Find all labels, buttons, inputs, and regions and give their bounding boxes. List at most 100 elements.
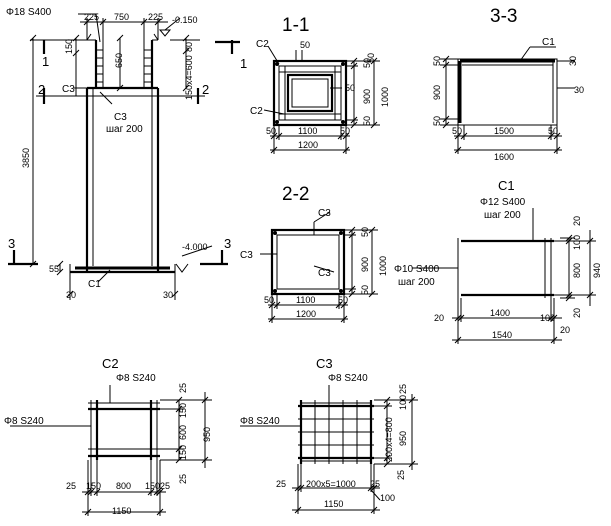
c3-dim-25-r-top: 25 — [398, 384, 408, 394]
c2-rebar-left: Φ8 S240 — [4, 416, 44, 427]
s11-dim-1000: 1000 — [380, 87, 390, 107]
s22-dim-1000: 1000 — [378, 256, 388, 276]
mesh-c1-title: C1 — [498, 178, 515, 193]
s11-dim-50-b-right: 50 — [340, 126, 350, 136]
section-1-1 — [263, 45, 380, 154]
level-top: -0.150 — [172, 15, 198, 25]
label-c1: C1 — [88, 279, 101, 290]
c1-dim-100-r: 100 — [572, 235, 582, 250]
s11-dim-1200: 1200 — [298, 140, 318, 150]
s33-dim-50-b-right: 50 — [548, 126, 558, 136]
c3-dim-25-b-left: 25 — [276, 479, 286, 489]
dim-55: 55 — [49, 264, 59, 274]
label-step: шаг 200 — [106, 124, 143, 135]
s11-dim-50-r3: 50 — [366, 53, 376, 63]
section-1-1-title: 1-1 — [282, 15, 309, 36]
s11-label-c2-top: C2 — [256, 39, 269, 50]
c3-dim-25-r-bot: 25 — [396, 470, 406, 480]
s33-dim-1500: 1500 — [494, 126, 514, 136]
c3-dim-950: 950 — [398, 431, 408, 446]
s11-dim-1100: 1100 — [298, 126, 317, 136]
mesh-c3 — [240, 385, 418, 514]
c2-dim-150-b-left: 150 — [86, 481, 101, 491]
dim-650: 650 — [114, 53, 124, 68]
c1-dim-20-b-right: 20 — [560, 325, 570, 335]
dim-750: 750 — [114, 12, 129, 22]
cut-2-left: 2 — [38, 82, 45, 97]
c3-dim-1150: 1150 — [324, 499, 343, 509]
section-3-3-title: 3-3 — [490, 6, 517, 27]
s33-dim-50-b-left: 50 — [452, 126, 462, 136]
mesh-c3-title: C3 — [316, 356, 333, 371]
s33-dim-30-r-mid: 30 — [574, 85, 584, 95]
mesh-c2 — [10, 385, 212, 516]
dim-225-left: 225 — [84, 12, 99, 22]
s22-dim-1200: 1200 — [296, 309, 316, 319]
section-2-2-title: 2-2 — [282, 184, 309, 205]
c2-dim-25-b-right: 25 — [160, 481, 170, 491]
column-elevation — [8, 13, 240, 300]
c1-rebar-cross: Φ10 S400 — [394, 264, 440, 275]
c1-dim-20-r-bot: 20 — [572, 308, 582, 318]
cut-2-right: 2 — [202, 82, 209, 97]
c2-rebar-top: Φ8 S240 — [116, 373, 156, 384]
s33-dim-1600: 1600 — [494, 152, 514, 162]
c2-dim-25-r-top: 25 — [178, 383, 188, 393]
s11-dim-50-b-left: 50 — [266, 126, 276, 136]
s22-label-c3-left: C3 — [240, 250, 253, 261]
c3-dim-25-b-right: 25 — [370, 479, 380, 489]
c2-dim-25-b-left: 25 — [66, 481, 76, 491]
c2-dim-150-b-right: 150 — [145, 481, 160, 491]
c3-rebar-left: Φ8 S240 — [240, 416, 280, 427]
dim-150x4: 150x4=600 — [184, 55, 194, 100]
c2-dim-800: 800 — [116, 481, 131, 491]
s11-label-c2-bottom: C2 — [250, 106, 263, 117]
dim-30-right: 30 — [163, 290, 173, 300]
c2-dim-950: 950 — [202, 427, 212, 442]
c2-dim-150-r1: 150 — [178, 403, 188, 418]
c1-dim-20-r-top: 20 — [572, 216, 582, 226]
s11-dim-50-top: 50 — [300, 40, 310, 50]
section-3-3 — [440, 46, 575, 154]
c3-dim-100-b: 100 — [380, 493, 395, 503]
dim-150: 150 — [64, 39, 74, 54]
s22-dim-50-b-right: 50 — [338, 295, 348, 305]
c1-dim-1540: 1540 — [492, 330, 512, 340]
s33-dim-900: 900 — [432, 85, 442, 100]
s22-label-c3-top: C3 — [318, 208, 331, 219]
s33-dim-50-l-bot: 50 — [432, 116, 442, 126]
s33-dim-50-l-top: 50 — [432, 56, 442, 66]
mesh-c1 — [412, 208, 596, 344]
c1-rebar-long: Φ12 S400 — [480, 197, 526, 208]
elevation-rebar-label: Φ18 S400 — [6, 7, 52, 18]
dim-3850: 3850 — [21, 148, 31, 168]
s22-dim-900: 900 — [360, 257, 370, 272]
c1-dim-940: 940 — [592, 263, 602, 278]
s11-dim-50-r1: 50 — [362, 58, 372, 68]
cut-3-left: 3 — [8, 236, 15, 251]
label-c3-mid: C3 — [114, 112, 127, 123]
c3-dim-200x5: 200x5=1000 — [306, 479, 356, 489]
dim-225-right: 225 — [148, 12, 163, 22]
s22-dim-50-r1: 50 — [360, 227, 370, 237]
c1-dim-800: 800 — [572, 263, 582, 278]
c1-dim-20-b-left: 20 — [434, 313, 444, 323]
s11-dim-900: 900 — [362, 89, 372, 104]
dim-30-left: 30 — [66, 290, 76, 300]
label-c3-upper: C3 — [62, 84, 75, 95]
cut-1-right: 1 — [240, 56, 247, 71]
c3-dim-200x4: 200x4=800 — [384, 417, 394, 462]
c1-dim-1400: 1400 — [490, 308, 510, 318]
mesh-c2-title: C2 — [102, 356, 119, 371]
c1-step-cross: шаг 200 — [398, 277, 435, 288]
cut-1-left: 1 — [42, 54, 49, 69]
c1-step-long: шаг 200 — [484, 210, 521, 221]
s11-dim-50-inner: 50 — [345, 83, 355, 93]
c2-dim-600: 600 — [178, 425, 188, 440]
s22-dim-50-r2: 50 — [360, 285, 370, 295]
c2-dim-1150: 1150 — [112, 506, 131, 516]
cut-3-right: 3 — [224, 236, 231, 251]
s22-label-c3-inner: C3 — [318, 268, 331, 279]
section-2-2 — [260, 211, 378, 323]
